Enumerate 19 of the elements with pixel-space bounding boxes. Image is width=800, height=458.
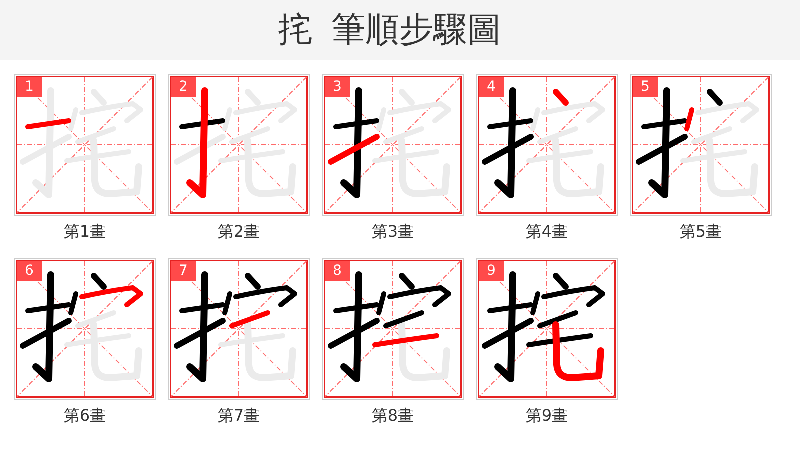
step-number-tag: 5	[633, 77, 658, 97]
step-number-tag: 3	[325, 77, 350, 97]
step-caption: 第9畫	[526, 406, 568, 425]
step-number-tag: 2	[171, 77, 196, 97]
step-number-tag: 7	[171, 261, 196, 281]
step-caption: 第6畫	[64, 406, 106, 425]
step-caption: 第3畫	[372, 222, 414, 241]
step-caption: 第8畫	[372, 406, 414, 425]
step-caption: 第1畫	[64, 222, 106, 241]
step-number-tag: 6	[17, 261, 42, 281]
step-caption: 第2畫	[218, 222, 260, 241]
step-number-tag: 4	[479, 77, 504, 97]
step-number-tag: 9	[479, 261, 504, 281]
title: 挓 筆順步驟圖	[278, 9, 502, 51]
step-number-tag: 1	[17, 77, 42, 97]
step-number-tag: 8	[325, 261, 350, 281]
step-caption: 第7畫	[218, 406, 260, 425]
step-caption: 第5畫	[680, 222, 722, 241]
step-caption: 第4畫	[526, 222, 568, 241]
